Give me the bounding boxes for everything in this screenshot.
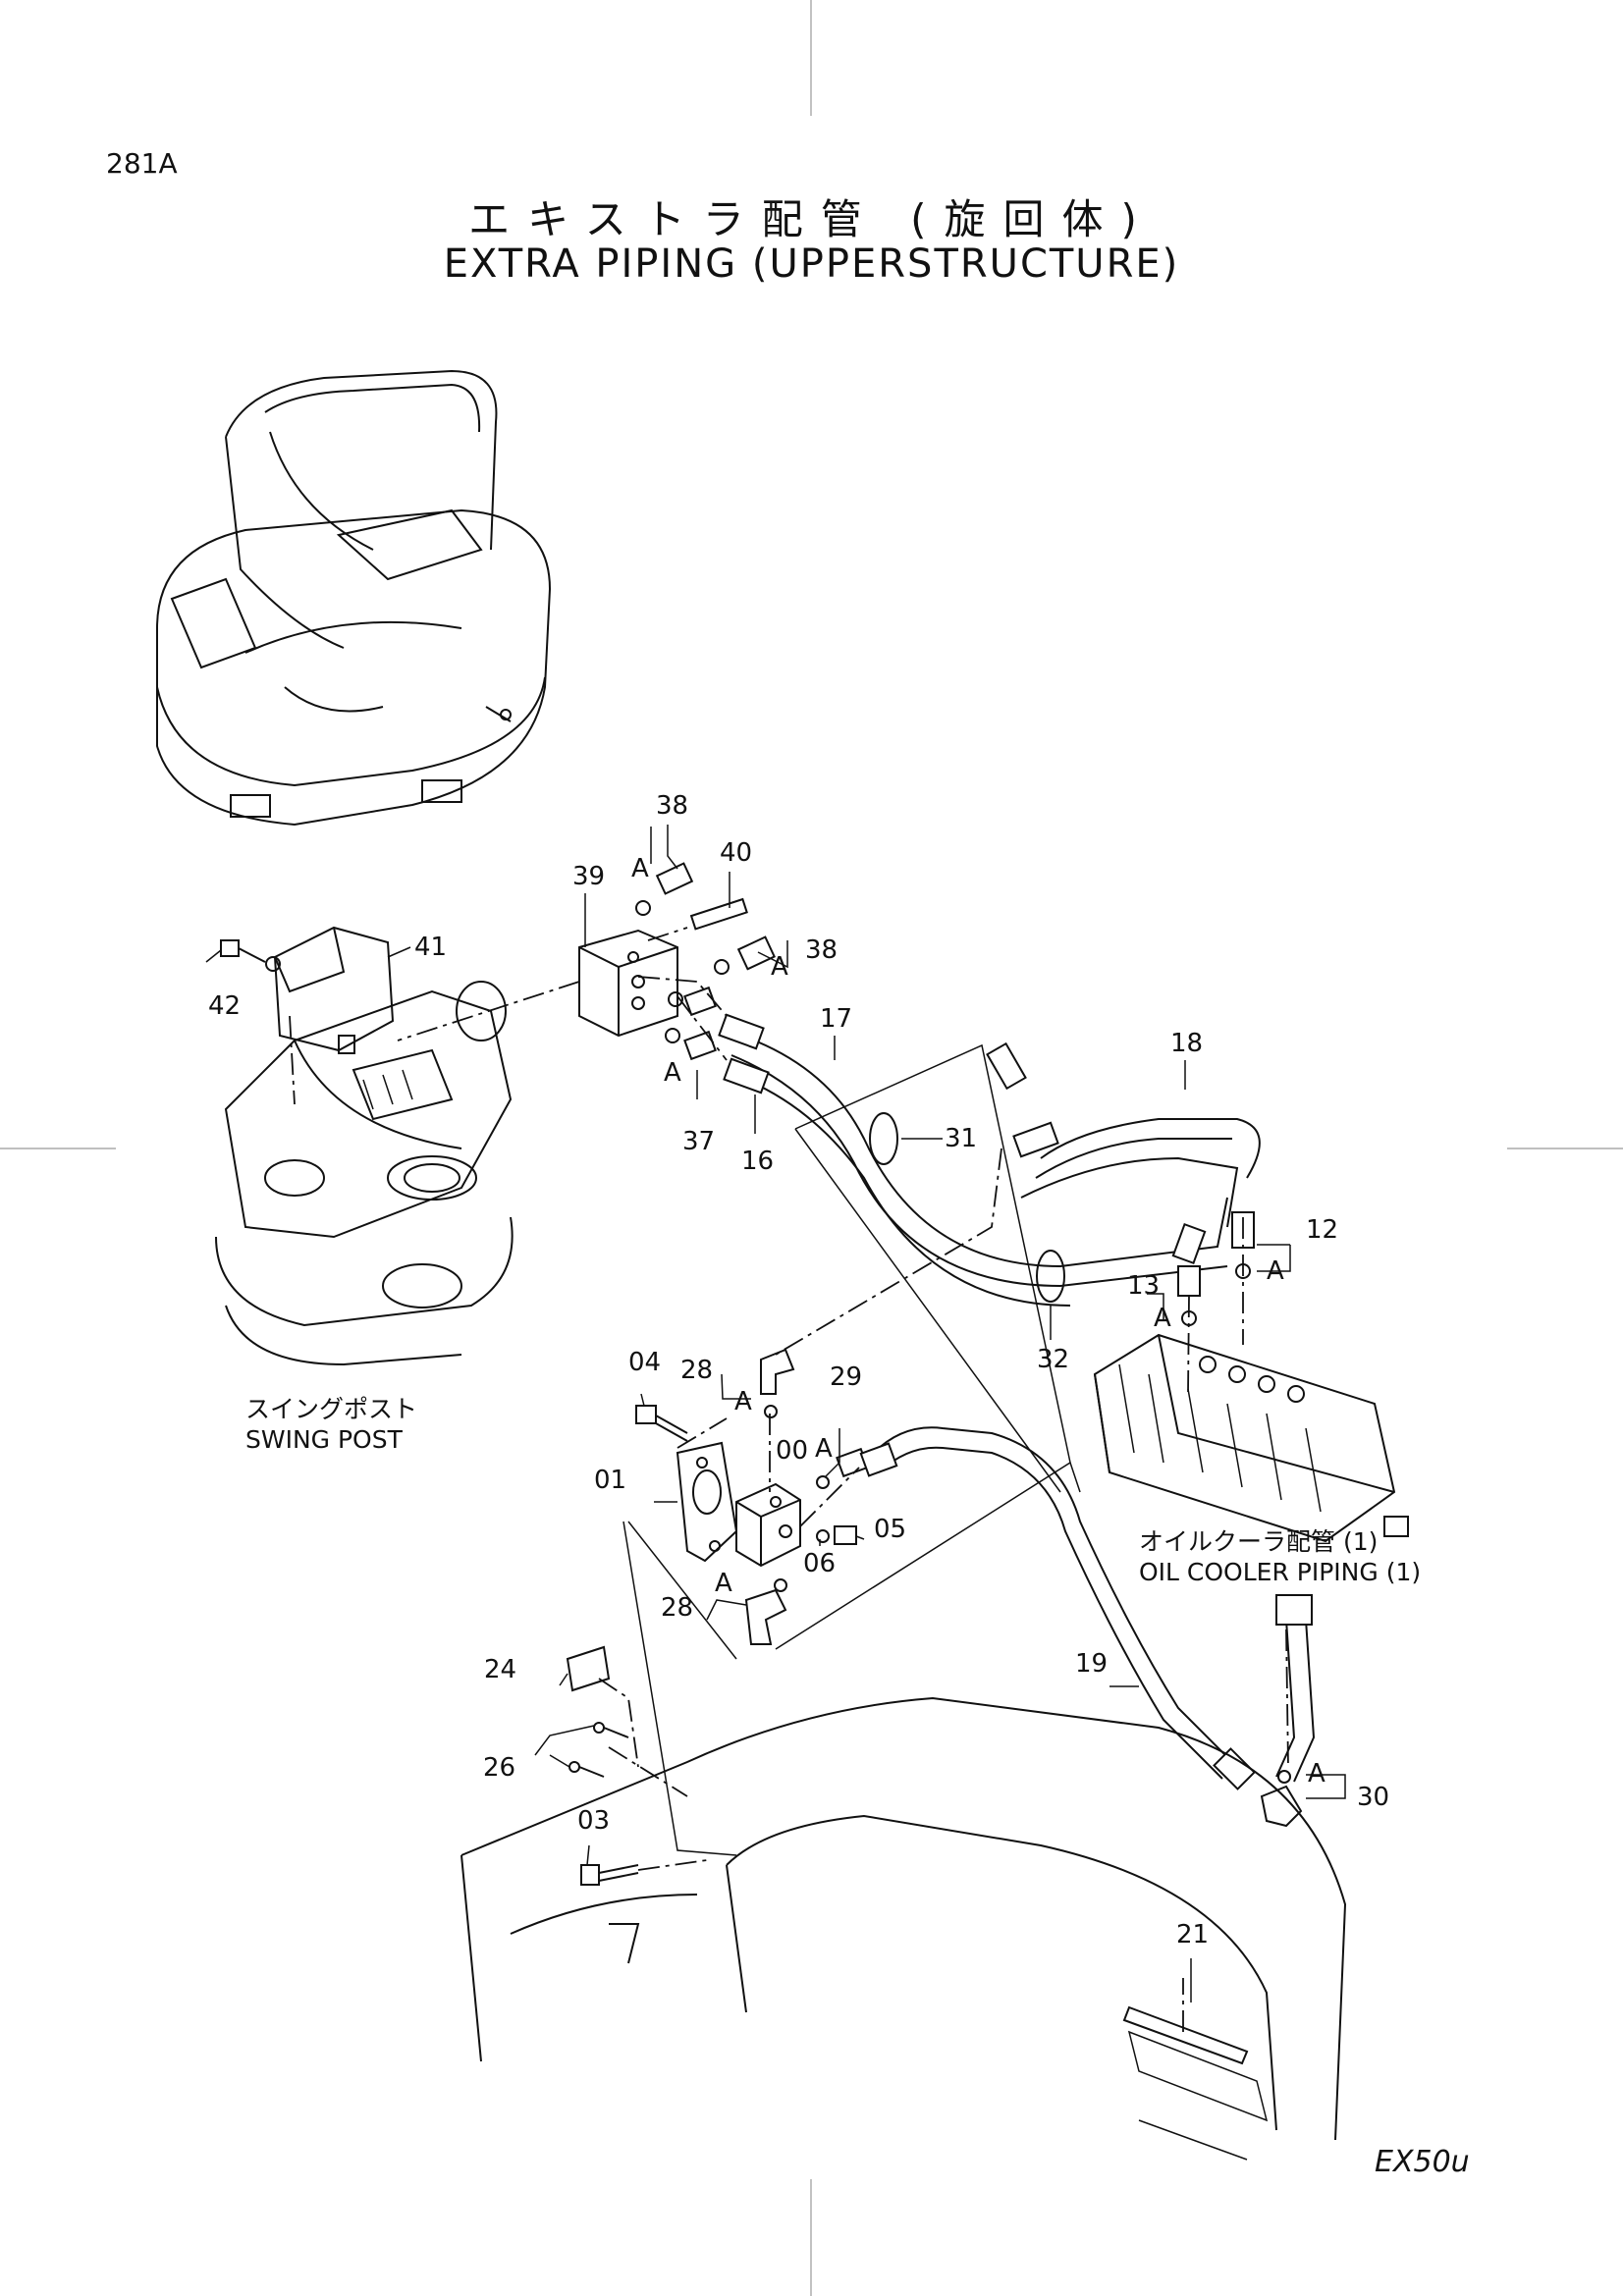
part-number-04: 04: [628, 1348, 662, 1377]
detail-marker-a: A: [1308, 1759, 1325, 1789]
detail-marker-a: A: [664, 1058, 681, 1088]
callout-frame-lines: [622, 1043, 1081, 1856]
part-number-41: 41: [414, 933, 448, 962]
page-id: 281A: [106, 147, 178, 180]
block-part-00: [735, 1482, 801, 1568]
fitting-part-38-lower: [714, 935, 776, 975]
part-number-00: 00: [776, 1436, 809, 1466]
part-number-28-lower: 28: [661, 1593, 694, 1623]
bolt-part-04: [635, 1405, 688, 1442]
hood-cover-illustration: [460, 1696, 1347, 2161]
bracket-part-01: [676, 1441, 738, 1563]
detail-marker-a: A: [715, 1569, 732, 1598]
bolt-part-03: [580, 1864, 639, 1886]
part-number-32: 32: [1037, 1345, 1070, 1374]
part-number-18: 18: [1170, 1029, 1204, 1058]
part-number-39: 39: [572, 862, 606, 891]
part-number-19: 19: [1075, 1649, 1109, 1679]
assembly-centerlines: [289, 927, 1289, 2032]
part-number-29: 29: [830, 1362, 863, 1392]
label-plate-part-24: [566, 1645, 611, 1692]
swing-post-illustration: [215, 981, 514, 1366]
bolt-part-42: [220, 939, 281, 972]
part-number-13: 13: [1127, 1271, 1161, 1301]
oil-cooler-pipe-illustration: [1275, 1594, 1316, 1783]
swing-post-caption-ja: スイングポスト: [245, 1395, 418, 1423]
part-number-01: 01: [594, 1466, 627, 1495]
part-number-06: 06: [803, 1549, 837, 1578]
detail-marker-a: A: [734, 1387, 752, 1416]
part-number-28-upper: 28: [680, 1356, 714, 1385]
detail-marker-a: A: [631, 854, 649, 883]
clamp-part-32: [1036, 1250, 1065, 1303]
part-number-31: 31: [945, 1124, 978, 1153]
detail-marker-a: A: [815, 1434, 833, 1464]
part-number-17: 17: [820, 1004, 853, 1034]
fitting-part-28-lower: [744, 1578, 787, 1645]
detail-marker-a: A: [771, 952, 788, 982]
hose-part-17-16-18: [718, 1013, 1261, 1307]
swing-post-caption-en: SWING POST: [245, 1425, 403, 1455]
part-number-21: 21: [1176, 1920, 1210, 1949]
oil-cooler-caption-ja: オイルクーラ配管 (1): [1139, 1527, 1379, 1556]
part-number-40: 40: [720, 838, 753, 868]
clamp-part-31: [869, 1112, 898, 1165]
part-number-38-upper: 38: [656, 791, 689, 821]
page-title-english: EXTRA PIPING (UPPERSTRUCTURE): [443, 241, 1180, 287]
leader-lines: [205, 825, 1346, 2002]
fitting-part-38-upper: [635, 862, 694, 916]
bolt-part-40: [689, 897, 748, 931]
oil-cooler-caption: オイルクーラ配管 (1) OIL COOLER PIPING (1): [1139, 1526, 1421, 1588]
rivet-part-26: [568, 1722, 629, 1778]
part-number-42: 42: [208, 991, 242, 1021]
part-number-05: 05: [874, 1515, 907, 1544]
swing-post-caption: スイングポスト SWING POST: [245, 1394, 417, 1456]
part-number-16: 16: [741, 1147, 775, 1176]
fitting-part-05: [816, 1525, 857, 1545]
page-title-japanese: エキストラ配管 (旋回体): [468, 195, 1155, 243]
cover-part-41: [273, 926, 395, 1054]
part-number-37: 37: [682, 1127, 716, 1156]
part-number-38-lower: 38: [805, 935, 839, 965]
model-code: EX50u: [1375, 2145, 1470, 2179]
fitting-part-28-upper: [760, 1348, 795, 1418]
part-number-30: 30: [1357, 1783, 1390, 1812]
hose-part-19: [859, 1426, 1256, 1790]
part-number-03: 03: [577, 1806, 611, 1836]
fitting-part-30: [1260, 1770, 1303, 1828]
strip-part-21: [1122, 2005, 1249, 2065]
control-valve-illustration: [1093, 1333, 1409, 1543]
detail-marker-a: A: [1267, 1256, 1284, 1286]
part-number-26: 26: [483, 1753, 516, 1783]
excavator-cab-illustration: [156, 369, 552, 827]
part-number-12: 12: [1306, 1215, 1339, 1245]
block-part-39: [578, 929, 678, 1038]
oil-cooler-caption-en: OIL COOLER PIPING (1): [1139, 1558, 1422, 1587]
detail-marker-a: A: [1154, 1304, 1171, 1333]
part-number-24: 24: [484, 1655, 517, 1684]
